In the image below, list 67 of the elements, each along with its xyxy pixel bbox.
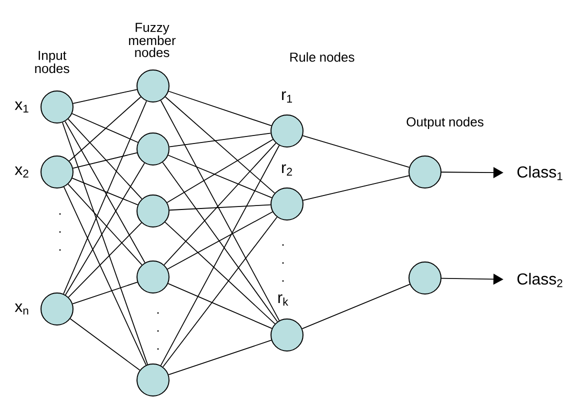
- connection-line: [63, 100, 147, 294]
- class-label: Class$_{2}$: [517, 272, 562, 288]
- ellipsis-dot: .: [157, 348, 159, 350]
- connection-line: [64, 120, 146, 264]
- connection-line: [164, 222, 276, 324]
- connection-line: [302, 135, 410, 168]
- ellipsis-dot: .: [282, 244, 284, 246]
- neuron-circle: [270, 114, 304, 148]
- connection-line: [62, 122, 148, 365]
- node-label: r$_{k}$: [278, 294, 288, 306]
- connection-line: [169, 204, 271, 211]
- connection-line: [162, 162, 278, 322]
- node-label: x$_{2}$: [14, 166, 28, 178]
- node-label: r$_{2}$: [282, 164, 292, 176]
- connection-line: [302, 175, 410, 201]
- connection-line: [160, 100, 280, 321]
- connection-line: [68, 96, 142, 162]
- ellipsis-dot: .: [157, 312, 159, 314]
- column-heading: Rule nodes: [290, 52, 354, 62]
- neuron-circle: [136, 363, 170, 396]
- neuron-circle: [136, 132, 170, 166]
- column-heading: Fuzzy member nodes: [129, 22, 176, 58]
- ellipsis-dot: .: [157, 330, 159, 332]
- neuron-circle: [408, 262, 442, 294]
- connection-line: [63, 186, 147, 366]
- neuron-circle: [270, 318, 304, 352]
- connection-line: [65, 162, 145, 296]
- connection-line: [68, 184, 142, 266]
- ellipsis-dot: .: [282, 262, 284, 264]
- neuron-circle: [40, 292, 74, 326]
- node-label: x$_{n}$: [14, 303, 28, 314]
- connection-line: [72, 152, 138, 169]
- connection-line: [302, 284, 410, 330]
- connection-line: [72, 113, 138, 143]
- node-label: r$_{1}$: [282, 91, 292, 103]
- connection-line: [164, 96, 276, 194]
- neuron-circle: [270, 188, 304, 220]
- connection-line: [160, 145, 280, 366]
- connection-line: [168, 132, 272, 148]
- ellipsis-dot: .: [59, 249, 61, 251]
- connection-line: [168, 340, 272, 376]
- column-heading: Input nodes: [35, 50, 70, 74]
- neuron-circle: [136, 70, 170, 102]
- connection-line: [72, 178, 138, 206]
- connection-line: [72, 282, 138, 304]
- connection-line: [70, 318, 140, 371]
- connection-line: [166, 139, 274, 203]
- neuron-circle: [40, 156, 74, 188]
- ellipsis-dot: .: [59, 213, 61, 215]
- ellipsis-dot: .: [282, 280, 284, 282]
- class-label: Class$_{1}$: [517, 166, 562, 180]
- neuron-circle: [136, 194, 170, 228]
- connection-line: [68, 222, 142, 298]
- connection-line: [68, 118, 142, 200]
- connection-line: [168, 90, 272, 126]
- column-heading: Output nodes: [406, 116, 484, 130]
- connection-line: [168, 154, 272, 198]
- connection-line: [162, 216, 278, 368]
- ellipsis-dot: .: [59, 231, 61, 233]
- connection-line: [164, 142, 276, 266]
- connection-line: [72, 89, 138, 104]
- node-label: x$_{1}$: [14, 101, 28, 113]
- neuron-circle: [136, 260, 170, 294]
- neuron-circle: [408, 156, 442, 188]
- connection-line: [168, 283, 272, 329]
- connection-line: [167, 211, 273, 270]
- neuron-circle: [40, 90, 74, 124]
